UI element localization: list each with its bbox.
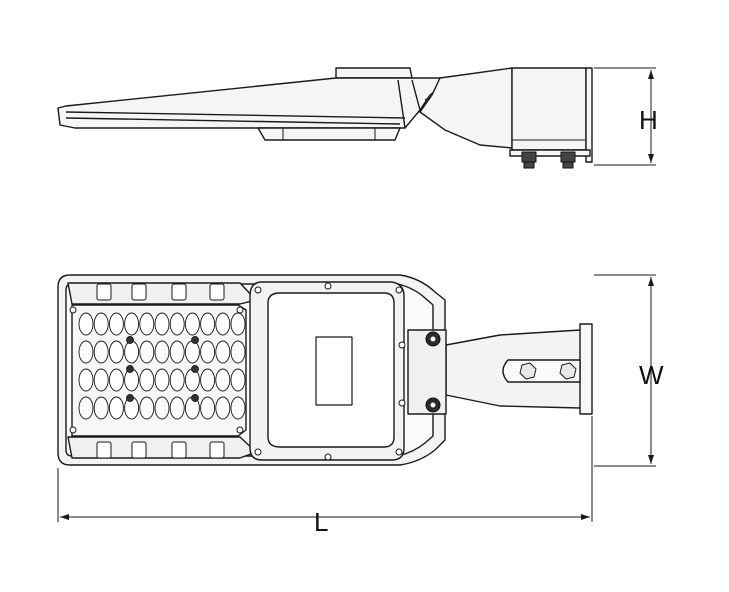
led-lens (215, 396, 231, 420)
housing-screws (69, 282, 406, 461)
width-dimension (594, 274, 656, 467)
panel-screw (191, 394, 199, 402)
led-lens (169, 396, 185, 420)
led-lens (184, 340, 200, 364)
led-lens (124, 312, 140, 336)
led-lens (93, 340, 109, 364)
led-lens (215, 340, 231, 364)
led-lens (108, 368, 124, 392)
panel-screw (126, 365, 134, 373)
led-lens (139, 312, 155, 336)
led-lens-grid (78, 312, 246, 420)
side-housing (57, 77, 447, 129)
driver-box (257, 127, 401, 141)
led-lens (93, 396, 109, 420)
led-lens (169, 312, 185, 336)
led-lens (139, 340, 155, 364)
led-lens (124, 340, 140, 364)
led-lens (154, 368, 170, 392)
led-lens (93, 368, 109, 392)
mount-plate (579, 323, 593, 415)
width-label: W (639, 360, 664, 390)
led-lens (78, 312, 94, 336)
led-lens (200, 396, 216, 420)
clamp-nuts (519, 362, 577, 380)
side-bracket (511, 67, 587, 151)
height-dimension (594, 67, 656, 166)
height-label: H (639, 105, 658, 135)
led-lens (108, 340, 124, 364)
led-lens (169, 368, 185, 392)
led-lens (215, 312, 231, 336)
led-lens (200, 368, 216, 392)
panel-screw (191, 336, 199, 344)
led-lens (78, 368, 94, 392)
panel-screw (126, 336, 134, 344)
led-lens (78, 396, 94, 420)
side-view (57, 67, 593, 169)
led-lens (78, 340, 94, 364)
led-lens (184, 368, 200, 392)
led-lens (184, 312, 200, 336)
length-label: L (314, 507, 328, 537)
edge-clips (96, 283, 225, 459)
length-dimension (57, 416, 593, 522)
label-plate (315, 336, 353, 406)
plan-view (57, 274, 593, 466)
led-lens (230, 340, 246, 364)
led-lens (230, 368, 246, 392)
led-lens (108, 312, 124, 336)
led-lens (200, 312, 216, 336)
side-bolts (521, 151, 576, 169)
led-lens (154, 396, 170, 420)
led-lens (139, 368, 155, 392)
led-lens (154, 312, 170, 336)
led-lens (93, 312, 109, 336)
led-lens (215, 368, 231, 392)
led-lens (154, 340, 170, 364)
top-cap (335, 67, 413, 79)
led-lens (108, 396, 124, 420)
led-lens (230, 312, 246, 336)
led-lens (169, 340, 185, 364)
led-lens (230, 396, 246, 420)
panel-screw (191, 365, 199, 373)
led-lens (200, 340, 216, 364)
panel-screw (126, 394, 134, 402)
led-lens (139, 396, 155, 420)
